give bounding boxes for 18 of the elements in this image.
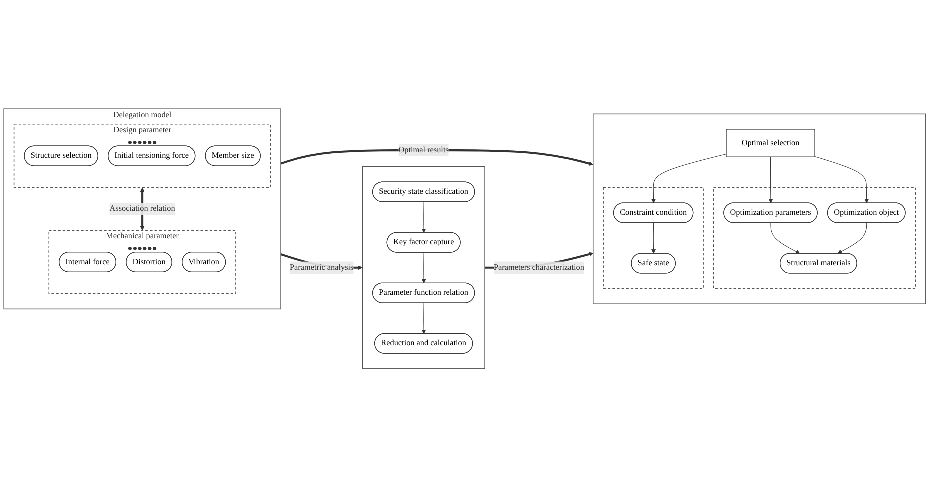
cluster bbox=[592, 113, 926, 304]
arrow bbox=[770, 222, 800, 254]
arrow bbox=[422, 302, 426, 334]
arrow bbox=[652, 154, 727, 203]
node-box: Optimal selection bbox=[726, 128, 816, 157]
arrow bbox=[814, 156, 870, 203]
arrow bbox=[422, 252, 426, 284]
edge-label: Optimal results bbox=[398, 145, 449, 154]
edge-label: Parameters characterization bbox=[494, 262, 584, 272]
arrow bbox=[422, 202, 426, 233]
arrow bbox=[838, 222, 868, 254]
edge-label: Association relation bbox=[110, 204, 176, 213]
cluster bbox=[713, 186, 916, 289]
cluster bbox=[362, 166, 486, 369]
arrow bbox=[652, 222, 656, 254]
edge-label: Parametric analysis bbox=[290, 262, 354, 272]
arrow bbox=[768, 156, 774, 203]
cluster bbox=[603, 186, 704, 289]
